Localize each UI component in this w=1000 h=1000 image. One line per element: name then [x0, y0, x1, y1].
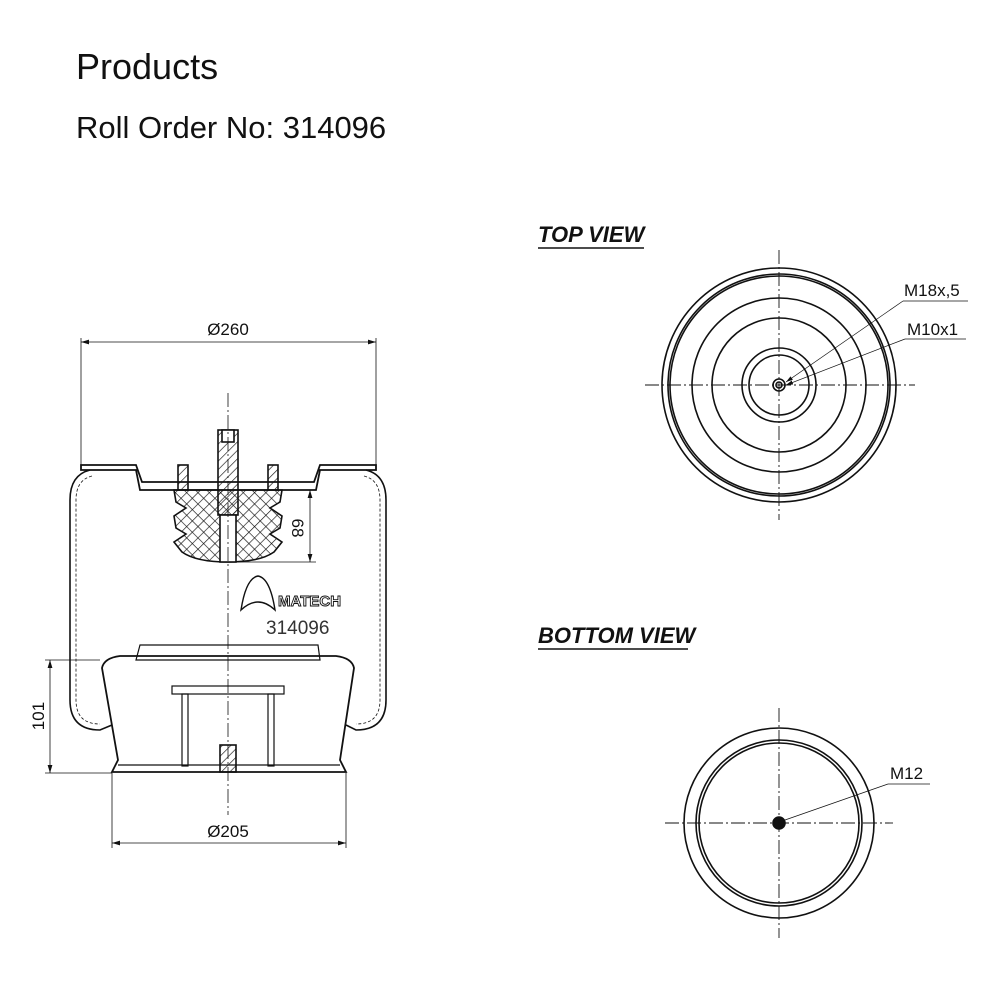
thread-label-m10: M10x1 — [907, 320, 958, 339]
dim-piston-height: 101 — [29, 702, 48, 730]
bottom-view-title: BOTTOM VIEW — [538, 623, 697, 648]
side-view — [45, 338, 387, 848]
matech-logo-icon — [239, 575, 277, 612]
bottom-view — [665, 708, 930, 938]
top-view — [645, 250, 968, 520]
thread-label-m18: M18x,5 — [904, 281, 960, 300]
dim-top-diameter: Ø260 — [207, 320, 249, 339]
dim-bumper-height: 68 — [288, 519, 307, 538]
brand-name: MATECH — [278, 593, 341, 610]
part-number: 314096 — [266, 618, 329, 639]
top-view-title: TOP VIEW — [538, 222, 647, 247]
dim-bottom-diameter: Ø205 — [207, 822, 249, 841]
thread-label-m12: M12 — [890, 764, 923, 783]
page-title: Products — [76, 46, 219, 87]
roll-order-number: Roll Order No: 314096 — [76, 110, 387, 145]
